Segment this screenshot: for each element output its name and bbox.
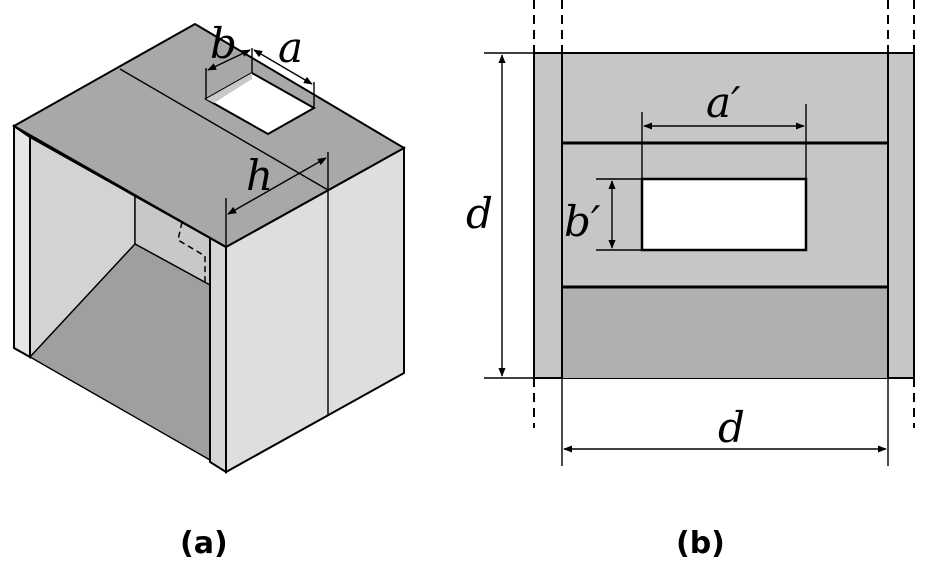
panel-b-drawing: a′ b′ d d	[466, 0, 915, 466]
top-lip-edge	[13, 125, 227, 248]
panel-a-drawing: b a h	[11, 19, 407, 474]
top-hole-inner-wall	[206, 73, 252, 103]
dim-label-b-prime: b′	[564, 197, 601, 246]
dim-label-a: a	[278, 23, 303, 72]
dim-h-line	[227, 157, 327, 215]
window-opening	[640, 177, 808, 252]
dim-b-line	[207, 49, 251, 71]
dim-label-d-horizontal: d	[718, 403, 745, 452]
front-left-strip	[13, 124, 31, 359]
dim-label-b: b	[210, 19, 237, 68]
bottom-band	[562, 287, 888, 378]
hidden-opening	[177, 221, 206, 285]
dim-a-line	[253, 49, 313, 85]
front-right-post	[209, 236, 227, 474]
dim-label-d-vertical: d	[466, 189, 493, 238]
panel-label-a: (a)	[180, 526, 228, 561]
dim-label-a-prime: a′	[706, 78, 741, 127]
panel-label-b: (b)	[676, 526, 725, 561]
dim-label-h: h	[246, 151, 273, 200]
